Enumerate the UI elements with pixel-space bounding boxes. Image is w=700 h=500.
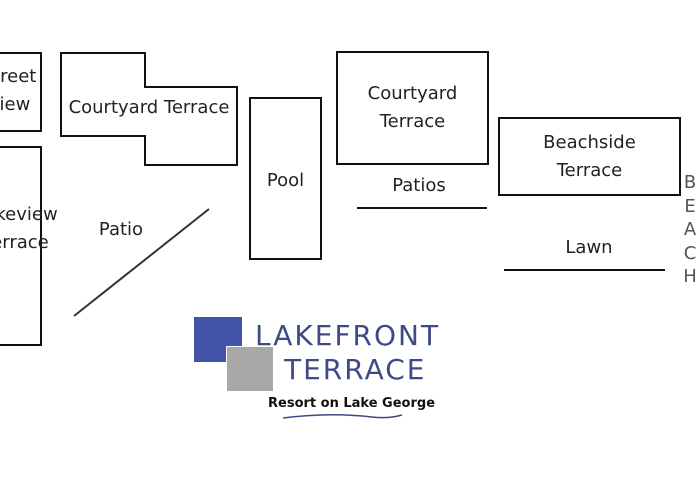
label-line: Courtyard	[367, 83, 458, 104]
label-line: View	[0, 94, 31, 115]
label-lakeview-terrace: Lakeview Terrace	[0, 201, 96, 257]
label-patios: Patios	[392, 175, 446, 196]
label-line: Lakeview	[0, 204, 58, 225]
label-line: Pool	[266, 170, 305, 191]
logo-tagline: Resort on Lake George	[268, 396, 436, 411]
logo-line-lakefront: LAKEFRONT	[255, 319, 440, 352]
building-courtyard-terrace-right[interactable]	[336, 51, 489, 165]
label-line: Beachside	[543, 132, 636, 153]
label-pool: Pool	[249, 167, 322, 195]
patios-line	[357, 207, 487, 209]
label-line: Terrace	[556, 160, 623, 181]
building-street-view[interactable]	[0, 52, 42, 132]
building-pool[interactable]	[249, 97, 322, 260]
beach-letter: E	[684, 195, 696, 217]
label-patio: Patio	[98, 219, 144, 240]
label-beachside-terrace: Beachside Terrace	[498, 129, 681, 185]
logo-line-terrace: TERRACE	[284, 353, 426, 386]
beach-letter: H	[683, 266, 697, 287]
label-line: Terrace	[379, 111, 446, 132]
beach-letter: C	[683, 242, 697, 264]
label-courtyard-terrace-right: Courtyard Terrace	[336, 80, 489, 136]
label-line: Terrace	[0, 232, 49, 253]
beach-letter: B	[683, 172, 697, 193]
logo-word: TERRACE	[284, 353, 427, 386]
beach-letter: A	[683, 219, 697, 240]
label-beach: B E A C H	[680, 171, 700, 289]
lawn-line	[504, 269, 665, 271]
label-lawn: Lawn	[565, 237, 613, 258]
building-beachside-terrace[interactable]	[498, 117, 681, 196]
label-courtyard-terrace-left: Courtyard Terrace	[60, 94, 238, 122]
logo-word: LAKEFRONT	[255, 319, 441, 352]
label-line: Street	[0, 66, 37, 87]
label-street-view: Street View	[0, 63, 64, 119]
label-line: Courtyard Terrace	[68, 97, 230, 118]
building-lakeview-terrace[interactable]	[0, 146, 42, 346]
logo-gray-square	[226, 346, 274, 392]
